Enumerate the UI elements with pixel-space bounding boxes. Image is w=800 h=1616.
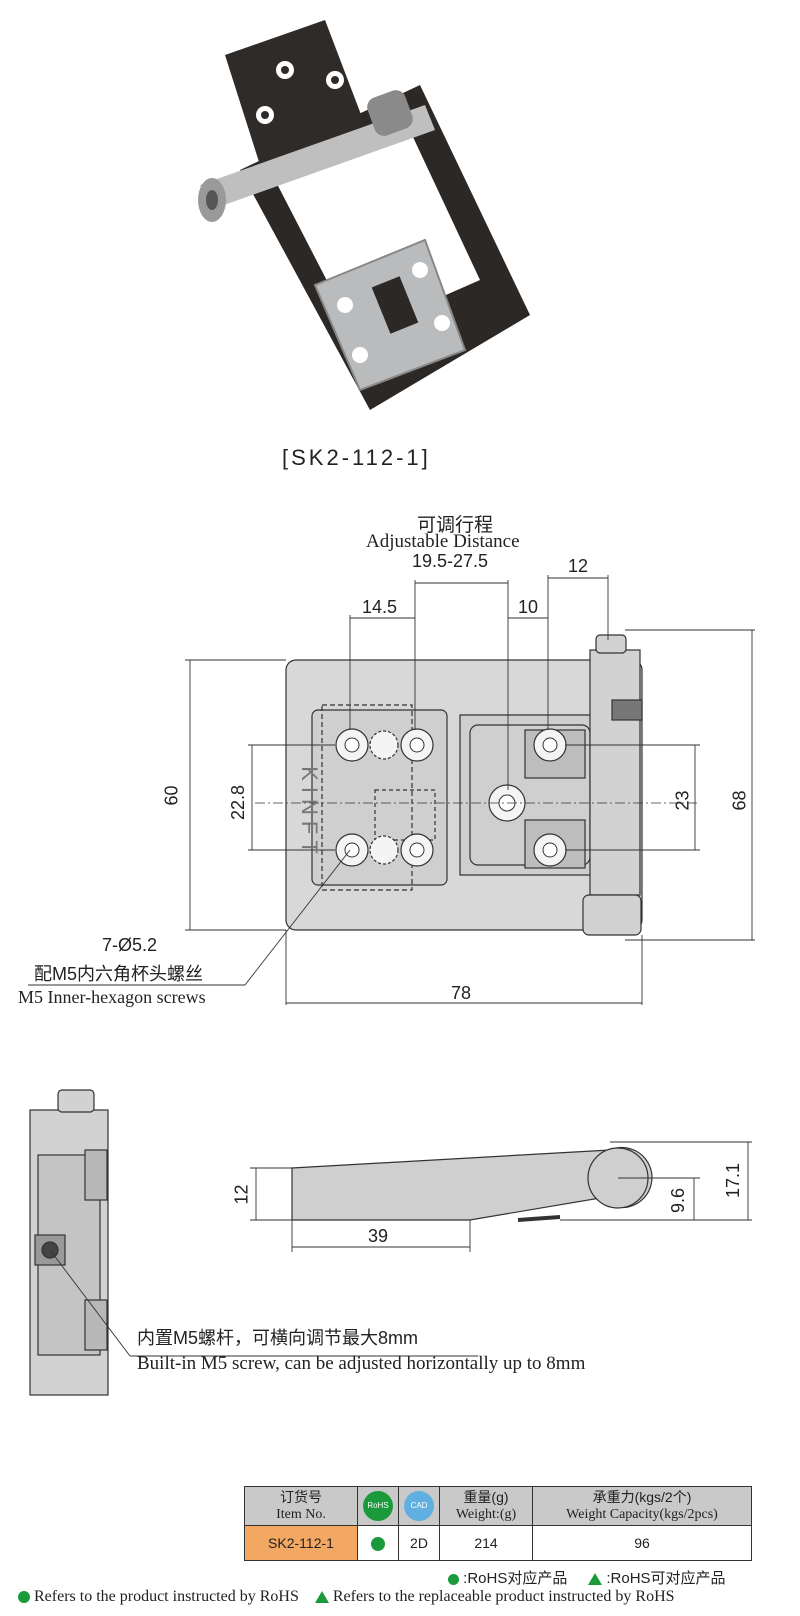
cell-item-no: SK2-112-1	[244, 1525, 358, 1561]
dim-9-6: 9.6	[668, 1187, 689, 1214]
cell-weight: 214	[439, 1525, 533, 1561]
cell-cad: 2D	[398, 1525, 440, 1561]
header-capacity-en: Weight Capacity(kgs/2pcs)	[566, 1507, 718, 1522]
dim-12-top: 12	[568, 556, 589, 576]
table-header-row: 订货号 Item No. RoHS CAD 重量(g) Weight:(g) 承…	[244, 1486, 752, 1526]
hole-spec: 7-Ø5.2	[102, 935, 158, 955]
dim-17-1: 17.1	[723, 1162, 744, 1199]
dim-78: 78	[451, 983, 472, 1003]
dim-12-side: 12	[231, 1184, 252, 1205]
dim-22-8: 22.8	[228, 784, 249, 821]
screw-en: M5 Inner-hexagon screws	[18, 987, 206, 1007]
table-row: SK2-112-1 2D 214 96	[244, 1525, 752, 1561]
dim-14-5: 14.5	[362, 597, 398, 617]
dim-23: 23	[672, 790, 693, 811]
side-note-cn: 内置M5螺杆，可横向调节最大8mm	[137, 1328, 419, 1348]
replaceable-legend-en-triangle-icon	[314, 1591, 329, 1604]
brand-mark: KINFT	[296, 766, 322, 860]
header-weight-en: Weight:(g)	[455, 1507, 517, 1522]
top-view-drawing	[28, 575, 755, 1005]
header-item: 订货号 Item No.	[244, 1486, 358, 1526]
dim-10: 10	[518, 597, 539, 617]
dim-68: 68	[729, 790, 750, 811]
cell-capacity: 96	[532, 1525, 752, 1561]
header-weight: 重量(g) Weight:(g)	[439, 1486, 533, 1526]
adjustable-en: Adjustable Distance	[366, 531, 520, 552]
dim-39: 39	[368, 1226, 389, 1246]
spec-table: 订货号 Item No. RoHS CAD 重量(g) Weight:(g) 承…	[244, 1486, 752, 1561]
legend-rohs-en: Refers to the product instructed by RoHS	[34, 1588, 299, 1605]
legend-replaceable-en: Refers to the replaceable product instru…	[332, 1588, 675, 1605]
screw-cn: 配M5内六角杯头螺丝	[34, 964, 204, 984]
side-note-en: Built-in M5 screw, can be adjusted horiz…	[137, 1353, 586, 1374]
header-capacity-cn: 承重力(kgs/2个)	[592, 1489, 692, 1505]
side-view-drawing	[29, 1089, 752, 1396]
rohs-dot-icon	[371, 1537, 385, 1552]
adjustable-cn: 可调行程	[417, 515, 494, 536]
header-cad: CAD	[398, 1486, 440, 1526]
replaceable-legend-triangle-icon	[588, 1573, 603, 1586]
product-code-label: [SK2-112-1]	[282, 445, 431, 470]
cad-badge-icon: CAD	[404, 1491, 434, 1521]
header-capacity: 承重力(kgs/2个) Weight Capacity(kgs/2pcs)	[532, 1486, 752, 1526]
header-weight-cn: 重量(g)	[463, 1489, 509, 1505]
legend-en: Refers to the product instructed by RoHS…	[18, 1588, 675, 1606]
dim-adjust-range: 19.5-27.5	[412, 551, 489, 571]
header-item-cn: 订货号	[280, 1489, 322, 1505]
product-photo	[198, 20, 530, 410]
rohs-badge-icon: RoHS	[363, 1491, 393, 1521]
rohs-legend-en-dot-icon	[18, 1591, 30, 1604]
legend-rohs-cn: :RoHS对应产品	[463, 1570, 568, 1587]
rohs-legend-dot-icon	[448, 1573, 459, 1585]
legend-cn: :RoHS对应产品 :RoHS可对应产品	[448, 1567, 726, 1588]
header-item-en: Item No.	[276, 1507, 326, 1522]
legend-replaceable-cn: :RoHS可对应产品	[606, 1570, 726, 1587]
header-rohs: RoHS	[357, 1486, 399, 1526]
cell-rohs	[357, 1525, 399, 1561]
dim-60: 60	[161, 785, 182, 806]
